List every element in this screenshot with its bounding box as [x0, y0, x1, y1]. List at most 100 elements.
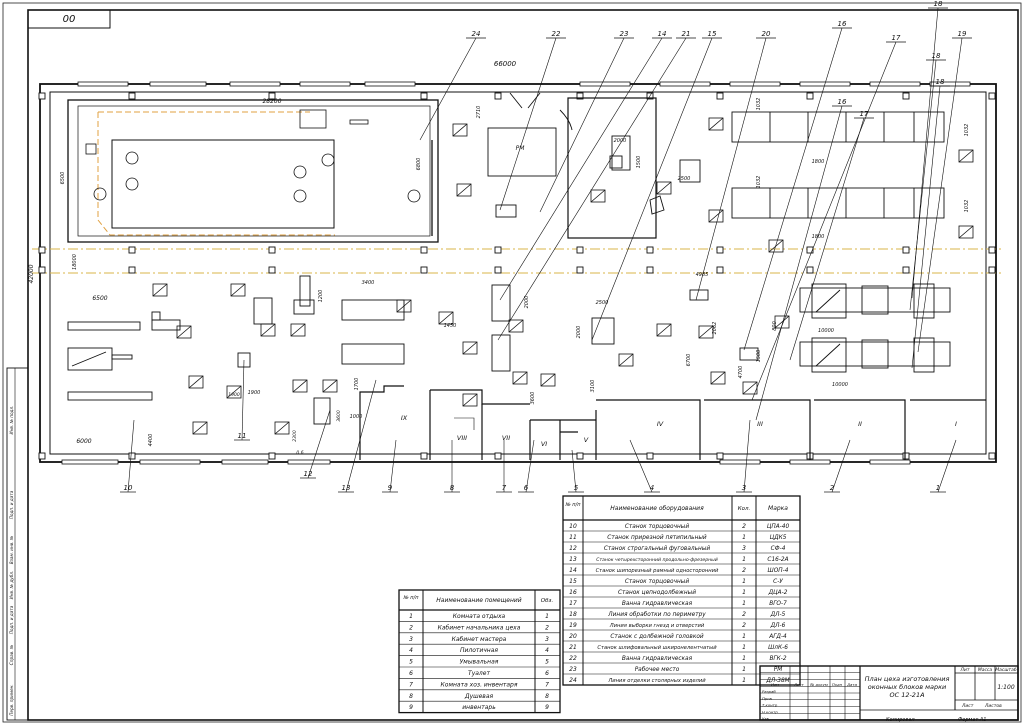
- rooms-cell-mark: 1: [545, 613, 549, 620]
- leader-number: 17: [860, 110, 869, 118]
- eq-cell-qty: 2: [742, 567, 746, 574]
- column: [128, 266, 136, 274]
- machine-symbol: [152, 283, 168, 297]
- eq-cell-num: 21: [569, 644, 577, 651]
- column: [716, 452, 724, 460]
- leader-number: 19: [958, 30, 967, 38]
- eq-cell-qty: 1: [742, 589, 746, 596]
- machines-middle: [67, 275, 759, 425]
- column: [268, 92, 276, 100]
- eq-cell-num: 18: [569, 611, 577, 618]
- eq-cell-num: 14: [569, 567, 577, 574]
- leader-number: 24: [472, 30, 481, 38]
- plan-dimension-labels: 6600042000180002820065006800271020001500…: [28, 60, 970, 456]
- eq-cell-name: Станок прирезной пятипильный: [607, 535, 707, 541]
- rooms-cell-mark: 5: [545, 659, 549, 666]
- eq-cell-mark: ЦДК5: [770, 535, 787, 541]
- machine-symbol: [292, 379, 308, 393]
- processing-lines-bottom: [799, 283, 951, 373]
- tb-revision-header: Подп: [832, 682, 843, 687]
- leader-line: [241, 359, 245, 441]
- leader-line: [419, 37, 477, 141]
- dimension-d2000b: 2000: [576, 326, 582, 339]
- eq-cell-num: 24: [569, 677, 577, 684]
- side-stamp-label: Инв. № дубл.: [9, 571, 14, 600]
- eq-cell-mark: ДЛ-5: [770, 612, 786, 618]
- eq-cell-num: 15: [569, 578, 577, 585]
- dimension-d10000b: 10000: [832, 382, 848, 388]
- eq-cell-name: Станок цепнодолбежный: [618, 590, 696, 596]
- column: [128, 92, 136, 100]
- machine-symbols: [152, 117, 974, 435]
- column: [128, 452, 136, 460]
- machine-symbol: [230, 283, 246, 297]
- eq-cell-name: Станок торцовочный: [625, 524, 690, 530]
- eq-header-num: № п/п: [564, 502, 581, 508]
- rooms-cell-num: 5: [409, 659, 413, 666]
- column: [902, 266, 910, 274]
- rooms-cell-name: Туалет: [468, 670, 490, 677]
- column: [988, 266, 996, 274]
- room-numeral: IX: [401, 414, 408, 422]
- eq-cell-qty: 1: [742, 534, 746, 541]
- eq-cell-num: 20: [569, 633, 577, 640]
- rooms-header-mark: Обз.: [541, 598, 554, 604]
- leader-number: 4: [650, 484, 654, 492]
- rooms-cell-name: инвентарь: [462, 704, 496, 711]
- eq-cell-num: 12: [569, 545, 577, 552]
- machine-symbol: [656, 323, 672, 337]
- tb-revision-header: Изм: [771, 682, 779, 687]
- eq-cell-name: Линия обработки по периметру: [607, 612, 706, 618]
- leader-number: 15: [708, 30, 717, 38]
- dimension-rp_d: 2500: [678, 176, 691, 182]
- eq-cell-mark: С16-2А: [767, 557, 788, 563]
- leader-number: 9: [388, 484, 393, 492]
- eq-header-qty: Кол.: [738, 506, 751, 512]
- rooms-cell-name: Пилотичная: [460, 647, 498, 654]
- machine-symbol: [618, 353, 634, 367]
- room-numeral: IV: [657, 420, 664, 428]
- machine-symbol: [512, 371, 528, 385]
- eq-cell-num: 19: [569, 622, 577, 629]
- leader-number: 13: [342, 484, 351, 492]
- leader-number: 3: [742, 484, 746, 492]
- column: [576, 246, 584, 254]
- leader-line: [751, 41, 897, 401]
- leader-number: 1: [936, 484, 940, 492]
- dimension-d3400: 3400: [362, 280, 375, 286]
- leader-line: [525, 439, 535, 493]
- column: [268, 266, 276, 274]
- rooms-cell-num: 9: [409, 704, 413, 711]
- tb-scale-value: 1:100: [997, 684, 1014, 691]
- tb-sheets-label: Листов: [984, 703, 1002, 709]
- eq-cell-mark: СФ-4: [771, 546, 786, 552]
- machine-symbol: [438, 311, 454, 325]
- machine-symbol: [708, 117, 724, 131]
- room-numeral: I: [955, 420, 957, 428]
- eq-cell-name: Станок шипорезный рамный односторонний: [596, 568, 719, 574]
- column: [494, 92, 502, 100]
- machine-symbol: [456, 183, 472, 197]
- rooms-cell-num: 2: [409, 624, 413, 631]
- eq-cell-qty: 2: [742, 523, 746, 530]
- dimension-right_b: 1032: [756, 176, 762, 189]
- workstation-area: [487, 92, 701, 239]
- tb-copied: Копировал: [886, 717, 915, 723]
- tb-header-lit: Лит: [960, 667, 970, 673]
- dimension-zone_depth: 18000: [72, 254, 78, 270]
- dimension-l2300: 2300: [292, 430, 298, 442]
- leader-line: [345, 379, 377, 493]
- machine-symbol: [290, 323, 306, 337]
- leader-line: [789, 117, 865, 361]
- machine-symbol: [462, 393, 478, 407]
- eq-cell-mark: ДЦА-2: [768, 590, 788, 596]
- leader-number: 18: [932, 52, 941, 60]
- eq-cell-mark: АГД-4: [768, 634, 787, 640]
- column: [806, 266, 814, 274]
- dimension-rm: РМ: [516, 145, 526, 152]
- column: [576, 452, 584, 460]
- corner-stamp-text: 00: [63, 12, 76, 23]
- eq-cell-qty: 3: [742, 545, 746, 552]
- eq-cell-mark: РМ: [774, 667, 783, 673]
